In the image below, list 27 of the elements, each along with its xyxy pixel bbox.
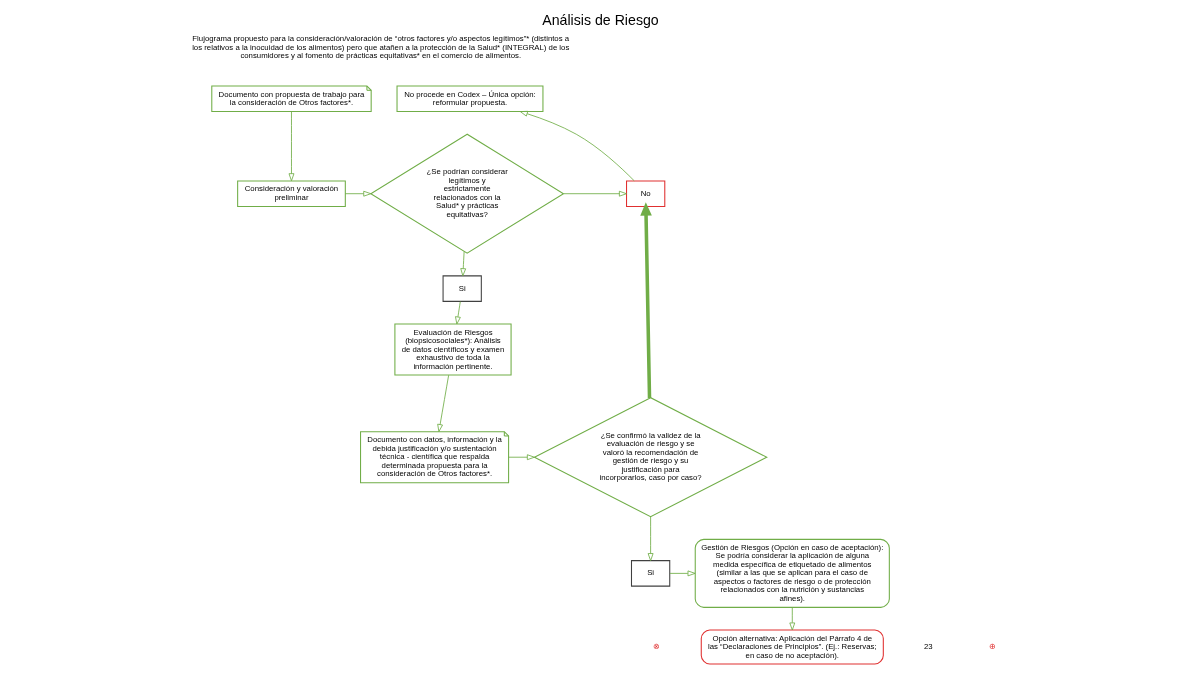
arrow — [507, 454, 535, 461]
arrow — [454, 301, 461, 325]
diagram-title: Análisis de Riesgo — [541, 12, 659, 29]
arrow — [639, 202, 652, 399]
node-box: No procede en Codex – Única opción: reformular propuesta. — [396, 85, 543, 113]
arrow — [788, 607, 795, 631]
label: 23 — [923, 642, 933, 652]
node-diamond: ¿Se confirmó la validez de la evaluación de riesgo y se valoró la recomendación de gestión de riesgo y su justificación para incorporarlos, caso por caso? — [532, 397, 768, 518]
node-box: Si — [630, 560, 670, 587]
label: Flujograma propuesto para la consideración/valoración de “otros factores y/o aspectos legítimos”* (distintos a los relativos a la inocuidad de los alimentos) pero que atañen a la protección de la Salud* (INTEGRAL) de los consumidores y al fomento de prácticas equitativas* en el comercio de alimentos. — [191, 34, 569, 61]
node-box: Evaluación de Riesgos (biopsicosociales*): Análisis de datos científicos y examen exhaustivo de toda la información pertinente. — [393, 323, 512, 376]
label: ⊗ — [652, 642, 660, 652]
arrow — [459, 251, 466, 277]
arrow — [647, 516, 654, 562]
node-box: No — [625, 180, 665, 207]
arrow — [519, 110, 635, 182]
node-box: Si — [442, 275, 482, 302]
arrow — [669, 570, 695, 577]
node-box: Gestión de Riesgos (Opción en caso de aceptación): Se podría considerar la aplicación de alguna medida específica de etiquetado de alimentos (similar a las que se aplican para el caso de aspectos o factores de riesgo o de protección relacionados con la nutrición y sustancias afines). — [694, 538, 890, 608]
arrow — [562, 190, 627, 197]
arrow — [344, 190, 371, 197]
node-box: Opción alternativa: Aplicación del Párrafo 4 de las “Declaraciones de Principios”. (Ej.: Reservas; en caso de no aceptación). — [700, 629, 884, 665]
arrow — [436, 374, 449, 432]
arrow — [288, 111, 294, 182]
label: ⊕ — [988, 642, 996, 652]
node-diamond: ¿Se podrían considerar legítimos y estrictamente relacionados con la Salud* y prácticas equitativas? — [369, 133, 564, 254]
node-box: Consideración y valoración preliminar — [236, 180, 346, 207]
